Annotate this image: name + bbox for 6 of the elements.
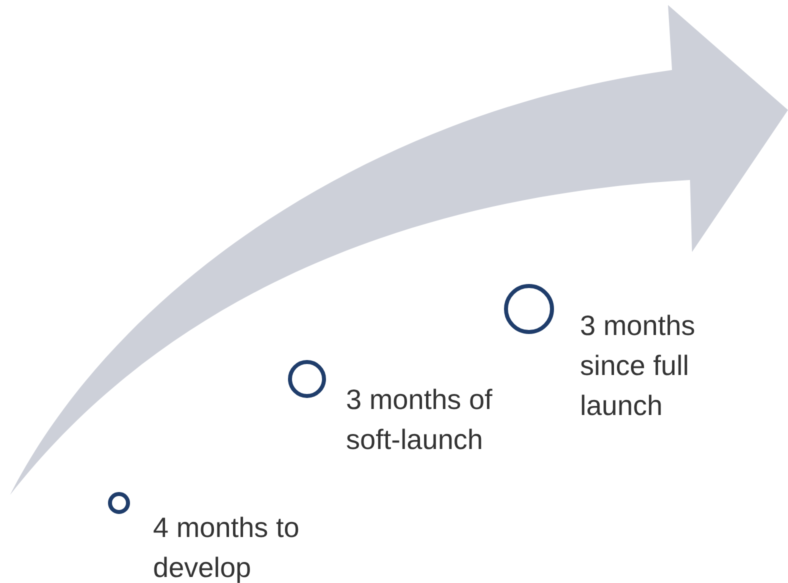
milestone-text: 3 months of soft-launch (346, 383, 494, 457)
milestone-text: 4 months to develop (153, 511, 300, 583)
milestone-text: 3 months since full launch (580, 309, 696, 423)
milestone-circle (504, 284, 554, 334)
milestone-circle (108, 492, 130, 514)
milestone-circle (288, 360, 326, 398)
